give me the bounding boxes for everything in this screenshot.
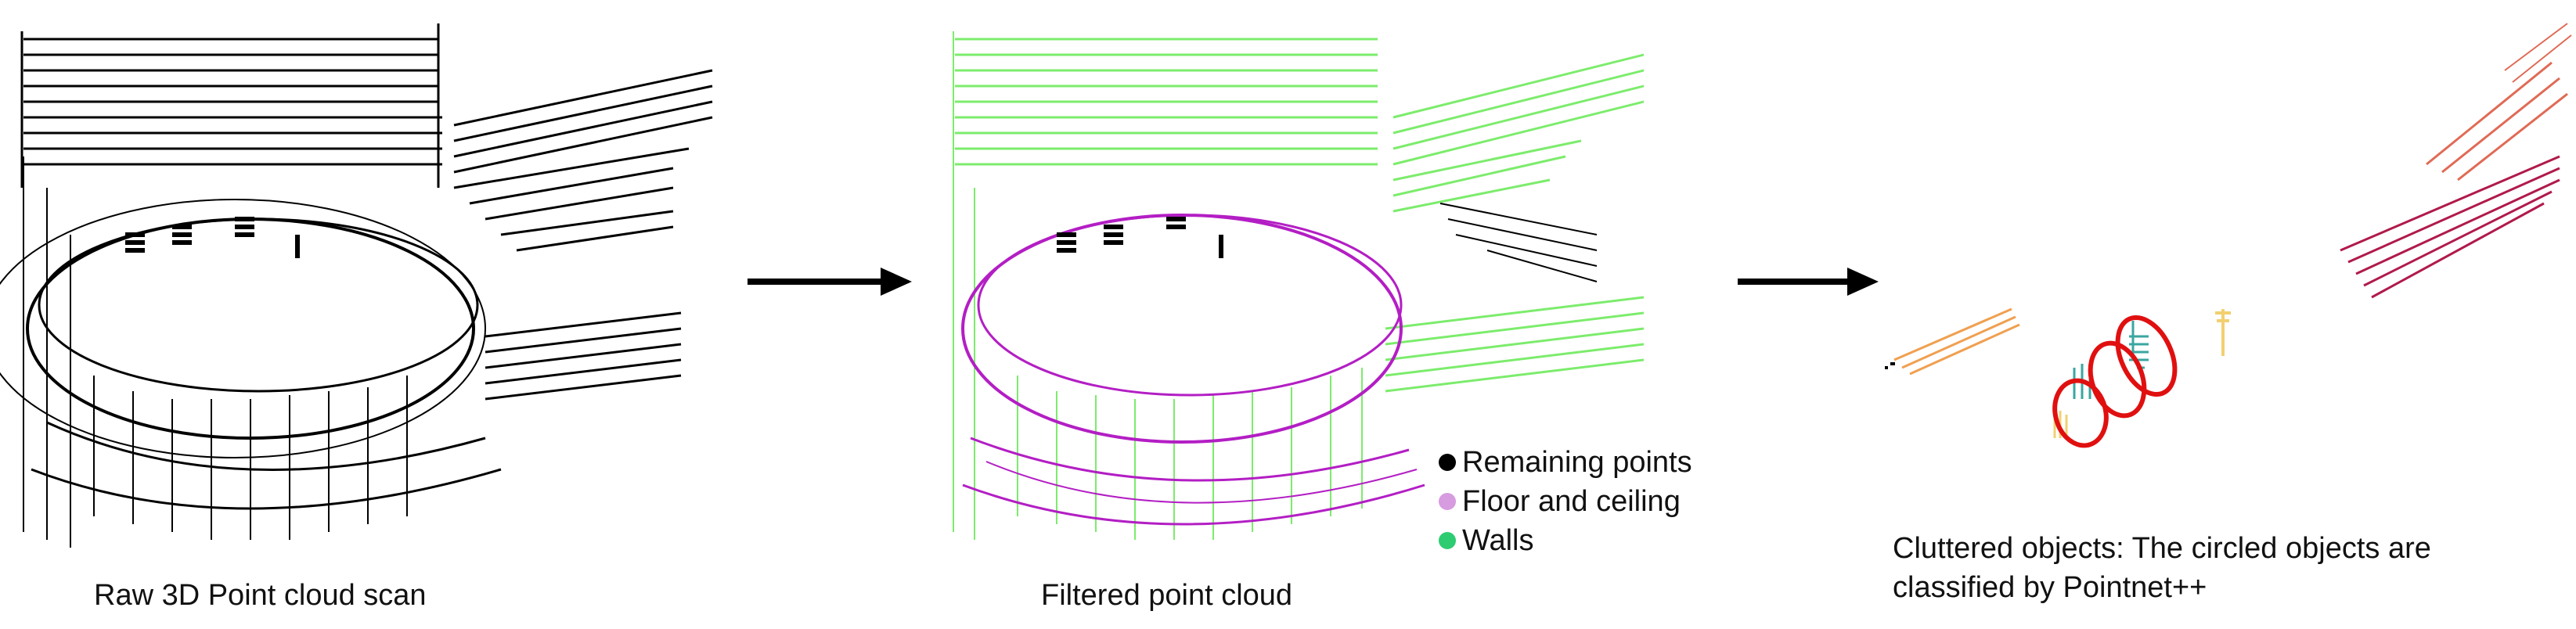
arrow-right-icon xyxy=(748,268,912,296)
cluster-orange xyxy=(1893,307,2020,376)
filtered-floor-ceiling xyxy=(961,214,1425,526)
legend-item-walls: Walls xyxy=(1439,521,1692,560)
cluster-red xyxy=(2340,23,2572,299)
filtered-caption: Filtered point cloud xyxy=(1041,579,1293,612)
legend-label: Floor and ceiling xyxy=(1462,484,1681,518)
filtered-point-cloud-panel xyxy=(939,0,1644,563)
clutter-panel xyxy=(1879,0,2576,563)
filtered-remaining xyxy=(1057,203,1598,282)
filtered-point-cloud-image xyxy=(953,31,1644,540)
arrow-right-icon xyxy=(1738,268,1879,296)
cluster-black-points xyxy=(1885,362,1895,369)
clutter-image xyxy=(1885,23,2572,448)
clutter-caption-line2: classified by Pointnet++ xyxy=(1893,571,2207,604)
legend-item-remaining: Remaining points xyxy=(1439,443,1692,482)
clutter-caption-line1: Cluttered objects: The circled objects a… xyxy=(1893,532,2431,565)
legend-item-floor: Floor and ceiling xyxy=(1439,482,1692,521)
filtered-walls xyxy=(953,31,1644,540)
raw-top-block xyxy=(20,23,442,188)
legend-dot-icon xyxy=(1439,454,1456,471)
raw-point-cloud-image xyxy=(0,23,713,548)
legend: Remaining points Floor and ceiling Walls xyxy=(1439,443,1692,560)
raw-right-stairs xyxy=(453,69,713,401)
raw-point-cloud-panel xyxy=(0,0,736,563)
legend-label: Walls xyxy=(1462,523,1534,557)
classified-circles xyxy=(2052,314,2178,448)
legend-label: Remaining points xyxy=(1462,445,1692,479)
raw-caption: Raw 3D Point cloud scan xyxy=(94,579,427,612)
legend-dot-icon xyxy=(1439,493,1456,510)
legend-dot-icon xyxy=(1439,532,1456,549)
